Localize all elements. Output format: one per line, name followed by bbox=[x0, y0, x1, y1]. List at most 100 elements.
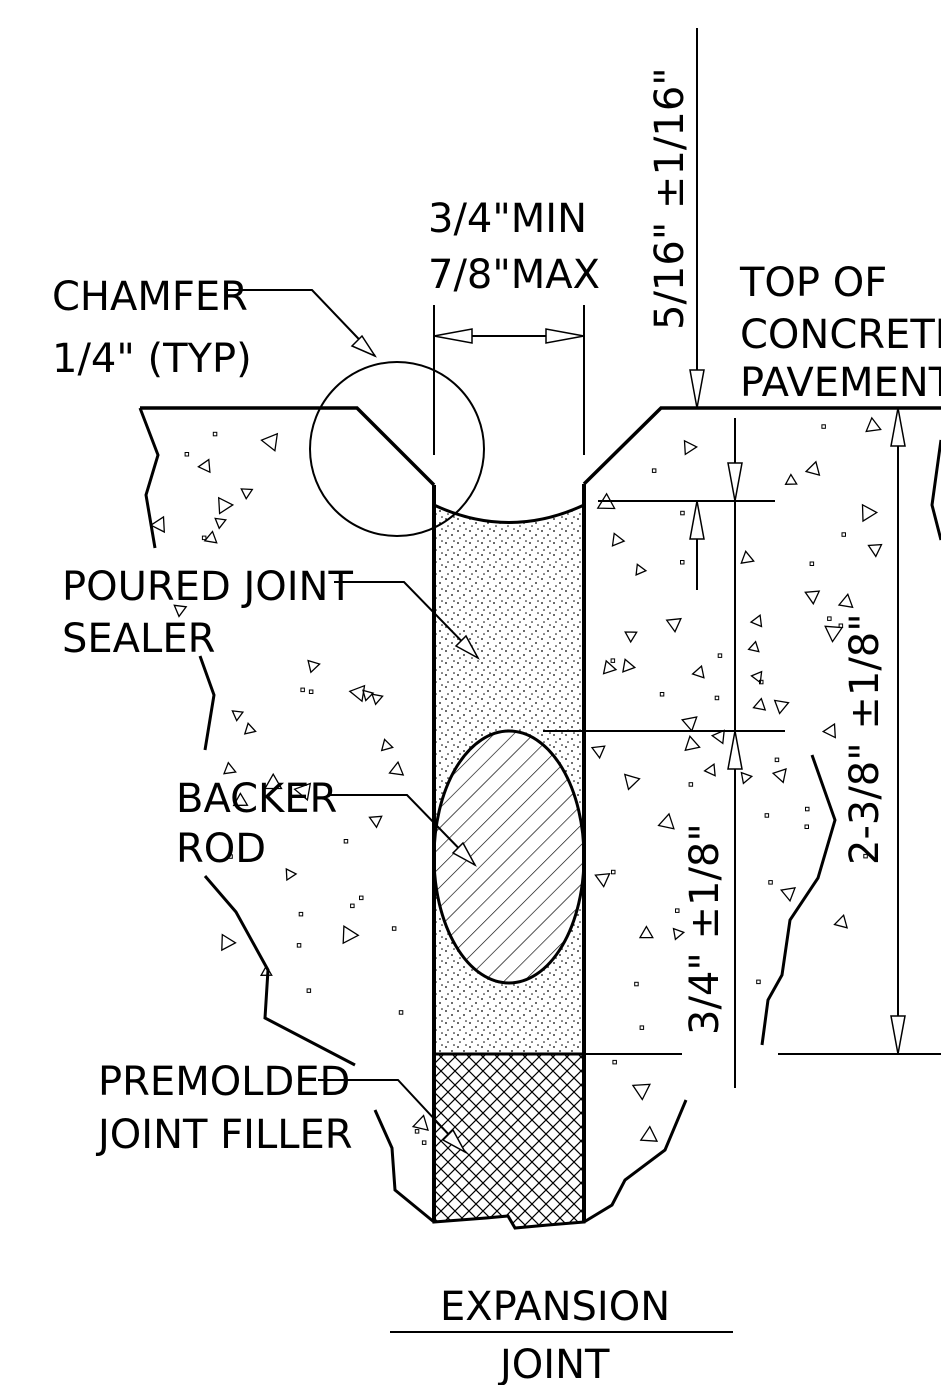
aggregate-triangle bbox=[635, 563, 648, 576]
title-line1: EXPANSION bbox=[440, 1284, 670, 1330]
aggregate-triangle bbox=[221, 933, 237, 952]
aggregate-triangle bbox=[348, 684, 366, 703]
aggregate-triangle bbox=[307, 659, 321, 674]
filler-callout bbox=[318, 1079, 467, 1154]
aggregate-triangle bbox=[368, 815, 383, 829]
aggregate-triangle bbox=[639, 1125, 659, 1142]
aggregate-triangle bbox=[217, 496, 235, 515]
aggregate-stone bbox=[612, 1059, 617, 1065]
top-of-concrete-line3: PAVEMENT bbox=[740, 360, 941, 406]
aggregate-triangle bbox=[867, 543, 883, 558]
aggregate-stone bbox=[841, 532, 846, 537]
aggregate-triangle bbox=[203, 530, 218, 544]
aggregate-stone bbox=[805, 806, 810, 812]
aggregate-triangle bbox=[173, 604, 188, 618]
aggregate-triangle bbox=[293, 782, 312, 802]
aggregate-stone bbox=[634, 981, 639, 987]
aggregate-triangle bbox=[779, 886, 797, 903]
aggregate-stone bbox=[804, 824, 809, 829]
sealer-label-line1: POURED JOINT bbox=[62, 564, 353, 610]
aggregate-triangle bbox=[824, 625, 844, 643]
aggregate-triangle bbox=[411, 1114, 429, 1131]
aggregate-stone bbox=[675, 908, 680, 913]
aggregate-stone bbox=[398, 1010, 404, 1015]
aggregate-stone bbox=[809, 561, 815, 566]
aggregate-stone bbox=[764, 813, 770, 818]
aggregate-stone bbox=[212, 431, 218, 437]
aggregate-stone bbox=[306, 988, 312, 993]
aggregate-stone bbox=[296, 943, 302, 948]
aggregate-stone bbox=[680, 510, 685, 516]
aggregate-triangle bbox=[602, 659, 618, 675]
aggregate-stone bbox=[300, 687, 305, 693]
aggregate-triangle bbox=[285, 867, 298, 882]
aggregate-triangle bbox=[222, 761, 237, 775]
aggregate-stone bbox=[688, 782, 694, 787]
right-concrete-slab bbox=[582, 406, 941, 1224]
aggregate-triangle bbox=[380, 738, 394, 752]
aggregate-stone bbox=[639, 1025, 645, 1030]
top-of-concrete-line2: CONCRETE bbox=[740, 312, 941, 358]
aggregate-stone bbox=[421, 1140, 427, 1145]
aggregate-stone bbox=[391, 926, 397, 931]
aggregate-triangle bbox=[784, 473, 798, 485]
aggregate-triangle bbox=[861, 503, 879, 523]
chamfer-label-line2: 1/4" (TYP) bbox=[52, 336, 252, 382]
aggregate-triangle bbox=[631, 1083, 651, 1101]
aggregate-triangle bbox=[622, 658, 637, 673]
aggregate-stone bbox=[228, 854, 233, 859]
aggregate-triangle bbox=[752, 697, 767, 711]
top-of-concrete-line1: TOP OF bbox=[739, 260, 887, 306]
aggregate-triangle bbox=[750, 670, 763, 684]
aggregate-stone bbox=[308, 689, 314, 694]
aggregate-triangle bbox=[260, 432, 279, 452]
aggregate-stone bbox=[774, 757, 780, 763]
aggregate-triangle bbox=[231, 710, 245, 722]
total-depth-label: 2-3/8" ±1/8" bbox=[842, 613, 888, 865]
chamfer-label-line1: CHAMFER bbox=[52, 274, 248, 320]
aggregate-triangle bbox=[749, 614, 763, 628]
recess-label: 5/16" ±1/16" bbox=[647, 67, 693, 330]
aggregate-triangle bbox=[638, 925, 654, 939]
aggregate-triangle bbox=[710, 729, 725, 745]
aggregate-triangle bbox=[672, 927, 686, 941]
aggregate-triangle bbox=[747, 640, 760, 653]
width-max-label: 7/8"MAX bbox=[428, 252, 600, 298]
aggregate-triangle bbox=[197, 458, 211, 474]
aggregate-triangle bbox=[837, 593, 854, 609]
aggregate-triangle bbox=[232, 792, 249, 807]
aggregate-triangle bbox=[243, 722, 257, 735]
concrete-aggregate-symbols bbox=[149, 416, 883, 1145]
aggregate-stone bbox=[414, 1129, 420, 1134]
aggregate-triangle bbox=[342, 925, 360, 945]
aggregate-triangle bbox=[214, 517, 228, 530]
chamfer-callout bbox=[228, 289, 485, 537]
aggregate-stone bbox=[827, 616, 832, 621]
aggregate-triangle bbox=[773, 699, 790, 715]
aggregate-triangle bbox=[684, 735, 701, 752]
aggregate-stone bbox=[863, 853, 868, 859]
aggregate-triangle bbox=[821, 722, 837, 739]
aggregate-triangle bbox=[833, 913, 849, 929]
aggregate-stone bbox=[359, 895, 364, 901]
aggregate-triangle bbox=[594, 872, 611, 888]
aggregate-triangle bbox=[623, 773, 641, 791]
joint-width-dimension bbox=[433, 305, 585, 455]
aggregate-stone bbox=[343, 839, 349, 844]
aggregate-triangle bbox=[371, 693, 384, 706]
aggregate-triangle bbox=[691, 664, 705, 679]
aggregate-stone bbox=[659, 692, 665, 697]
aggregate-triangle bbox=[740, 771, 754, 785]
aggregate-stone bbox=[201, 535, 207, 541]
aggregate-stone bbox=[714, 695, 720, 701]
aggregate-stone bbox=[680, 560, 685, 565]
aggregate-triangle bbox=[263, 772, 283, 790]
aggregate-stone bbox=[821, 424, 826, 429]
aggregate-stone bbox=[610, 658, 616, 663]
aggregate-triangle bbox=[259, 964, 273, 976]
sealer-callout bbox=[334, 581, 480, 660]
backer-rod-callout bbox=[330, 794, 477, 867]
backer-rod-label-line1: BACKER bbox=[176, 776, 337, 822]
aggregate-triangle bbox=[683, 439, 698, 456]
aggregate-stone bbox=[350, 903, 355, 909]
